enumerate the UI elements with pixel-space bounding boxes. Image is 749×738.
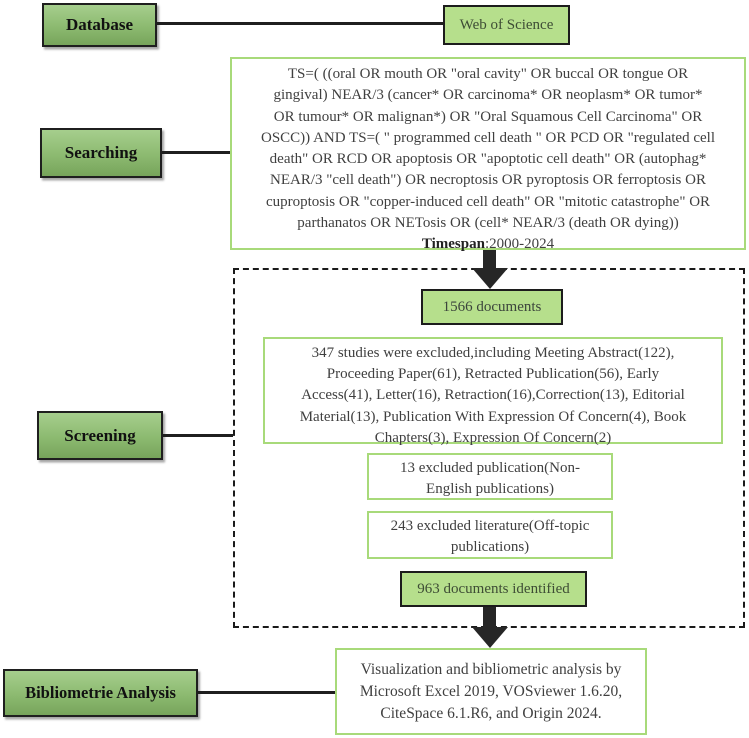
excluded-studies-text: 347 studies were excluded,including Meet… [299, 345, 687, 446]
search-query-box: TS=( ((oral OR mouth OR "oral cavity" OR… [230, 57, 746, 252]
initial-documents-box: 1566 documents [421, 289, 563, 325]
excluded-non-english-box: 13 excluded publication(Non- English pub… [367, 453, 613, 500]
arrow-identified-to-analysis-shaft [483, 607, 496, 628]
web-of-science-box: Web of Science [443, 5, 570, 45]
connector-database-to-source [157, 22, 443, 25]
initial-documents-label: 1566 documents [442, 298, 542, 315]
connector-analysis-to-tools [198, 691, 335, 694]
stage-searching: Searching [40, 128, 162, 178]
search-query-text: TS=( ((oral OR mouth OR "oral cavity" OR… [261, 66, 715, 232]
connector-searching-to-query [162, 151, 230, 154]
connector-screening-to-dashed-box [163, 434, 233, 437]
timespan-line: Timespan:2000-2024 [232, 234, 744, 255]
stage-database: Database [42, 3, 157, 47]
excluded-studies-box: 347 studies were excluded,including Meet… [263, 337, 723, 446]
web-of-science-label: Web of Science [459, 16, 554, 33]
arrow-query-to-documents-shaft [483, 250, 496, 269]
arrow-query-to-documents-head [472, 268, 508, 289]
stage-bibliometric-analysis-label: Bibliometrie Analysis [25, 683, 176, 702]
timespan-value: :2000-2024 [484, 236, 555, 253]
arrow-identified-to-analysis-head [472, 627, 508, 648]
analysis-tools-box: Visualization and bibliometric analysis … [335, 648, 647, 735]
identified-documents-box: 963 documents identified [400, 571, 587, 607]
identified-documents-label: 963 documents identified [417, 580, 570, 597]
excluded-non-english-text: 13 excluded publication(Non- English pub… [400, 460, 580, 497]
stage-database-label: Database [65, 15, 134, 34]
stage-screening: Screening [37, 411, 163, 460]
excluded-off-topic-box: 243 excluded literature(Off-topic public… [367, 511, 613, 559]
stage-screening-label: Screening [64, 425, 136, 445]
excluded-off-topic-text: 243 excluded literature(Off-topic public… [390, 518, 590, 555]
stage-bibliometric-analysis: Bibliometrie Analysis [3, 669, 198, 717]
stage-searching-label: Searching [64, 143, 138, 162]
analysis-tools-text: Visualization and bibliometric analysis … [359, 661, 623, 722]
timespan-label: Timespan [421, 236, 485, 253]
